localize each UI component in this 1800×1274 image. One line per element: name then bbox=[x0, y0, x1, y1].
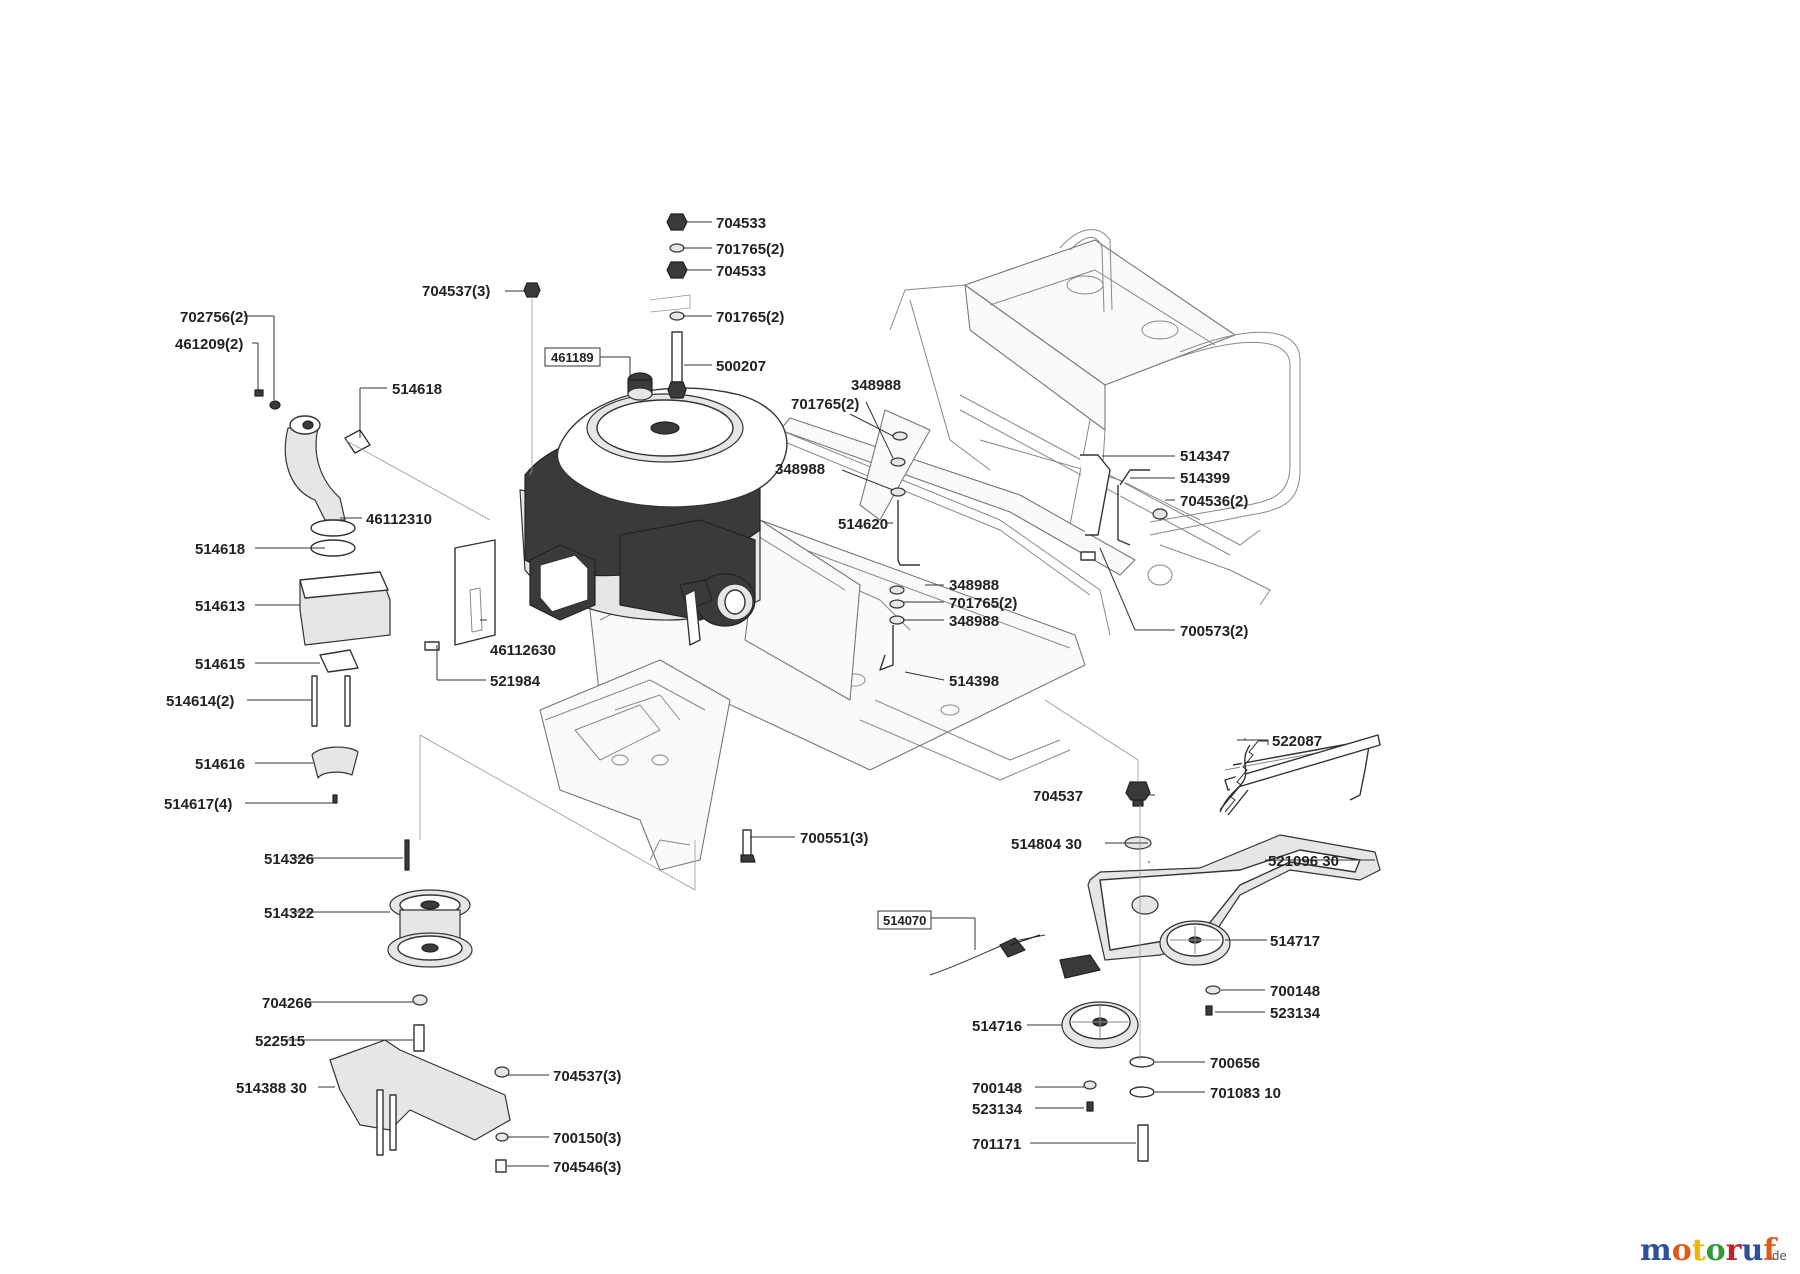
part-label: 701171 bbox=[972, 1136, 1021, 1153]
brand-letter: u bbox=[1741, 1233, 1763, 1268]
part-label: 701765(2) bbox=[791, 396, 859, 413]
part-label: 704546(3) bbox=[553, 1159, 621, 1176]
part-label: 522087 bbox=[1272, 733, 1322, 750]
part-label: 461209(2) bbox=[175, 336, 243, 353]
part-label-boxed: 514070 bbox=[883, 913, 926, 928]
part-label: 514326 bbox=[264, 851, 314, 868]
brand-letter: o bbox=[1672, 1233, 1692, 1268]
part-label: 704537(3) bbox=[553, 1068, 621, 1085]
part-label: 702756(2) bbox=[180, 309, 248, 326]
part-label: 700573(2) bbox=[1180, 623, 1248, 640]
part-label: 348988 bbox=[949, 613, 999, 630]
part-label: 514322 bbox=[264, 905, 314, 922]
part-label: 700551(3) bbox=[800, 830, 868, 847]
engine-assembly bbox=[519, 372, 788, 646]
part-label: 514398 bbox=[949, 673, 999, 690]
part-label: 348988 bbox=[949, 577, 999, 594]
part-label: 704537(3) bbox=[422, 283, 490, 300]
part-label: 514615 bbox=[195, 656, 245, 673]
brand-logo: motoruf .de bbox=[1640, 1233, 1787, 1268]
part-label: 704533 bbox=[716, 263, 766, 280]
brand-letter: m bbox=[1640, 1233, 1672, 1268]
part-label: 521984 bbox=[490, 673, 541, 690]
brand-suffix: .de bbox=[1768, 1249, 1787, 1263]
part-label: 522515 bbox=[255, 1033, 305, 1050]
part-label: 46112310 bbox=[366, 511, 432, 528]
part-label: 701765(2) bbox=[716, 241, 784, 258]
part-label: 704266 bbox=[262, 995, 312, 1012]
part-label: 700150(3) bbox=[553, 1130, 621, 1147]
part-label: 514347 bbox=[1180, 448, 1230, 465]
part-label: 704533 bbox=[716, 215, 766, 232]
part-label: 514613 bbox=[195, 598, 245, 615]
part-label: 704536(2) bbox=[1180, 493, 1248, 510]
part-label: 523134 bbox=[1270, 1005, 1321, 1022]
part-label-boxed: 461189 bbox=[551, 350, 594, 365]
part-label: 500207 bbox=[716, 358, 766, 375]
muffler-assembly bbox=[254, 389, 391, 804]
spring bbox=[1224, 739, 1260, 813]
part-label: 514717 bbox=[1270, 933, 1320, 950]
part-label: 514620 bbox=[838, 516, 888, 533]
hardware-stack-top bbox=[523, 213, 688, 399]
part-label: 514399 bbox=[1180, 470, 1230, 487]
part-label: 514388 30 bbox=[236, 1080, 307, 1097]
part-label: 514616 bbox=[195, 756, 245, 773]
leader-lines bbox=[244, 221, 1375, 1167]
heat-shield bbox=[454, 539, 496, 646]
part-label: 701765(2) bbox=[716, 309, 784, 326]
part-label: 700148 bbox=[1270, 983, 1320, 1000]
part-label: 701765(2) bbox=[949, 595, 1017, 612]
part-label: 348988 bbox=[851, 377, 901, 394]
part-label: 700656 bbox=[1210, 1055, 1260, 1072]
part-label: 514804 30 bbox=[1011, 836, 1082, 853]
part-label: 348988 bbox=[775, 461, 825, 478]
brand-letter: t bbox=[1692, 1233, 1706, 1268]
part-label: 514716 bbox=[972, 1018, 1022, 1035]
part-label: 46112630 bbox=[490, 642, 556, 659]
part-label: 521096 30 bbox=[1268, 853, 1339, 870]
label-box-461189 bbox=[544, 347, 601, 367]
part-label: 523134 bbox=[972, 1101, 1023, 1118]
part-label: 514617(4) bbox=[164, 796, 232, 813]
pulley-assembly-left bbox=[329, 839, 511, 1173]
brand-letter: o bbox=[1706, 1233, 1726, 1268]
part-label: 704537 bbox=[1033, 788, 1083, 805]
label-box-514070 bbox=[877, 910, 932, 930]
part-label: 700148 bbox=[972, 1080, 1022, 1097]
part-label: 701083 10 bbox=[1210, 1085, 1281, 1102]
brand-wordmark: motoruf bbox=[1640, 1233, 1778, 1268]
brand-letter: f bbox=[1763, 1233, 1778, 1268]
part-label: 514618 bbox=[195, 541, 245, 558]
part-label: 514614(2) bbox=[166, 693, 234, 710]
part-labels: 704533 701765(2) 704533 704537(3) 701765… bbox=[164, 215, 1339, 1176]
brand-letter: r bbox=[1726, 1233, 1743, 1268]
part-label: 514618 bbox=[392, 381, 442, 398]
frame-fasteners bbox=[424, 431, 1168, 863]
